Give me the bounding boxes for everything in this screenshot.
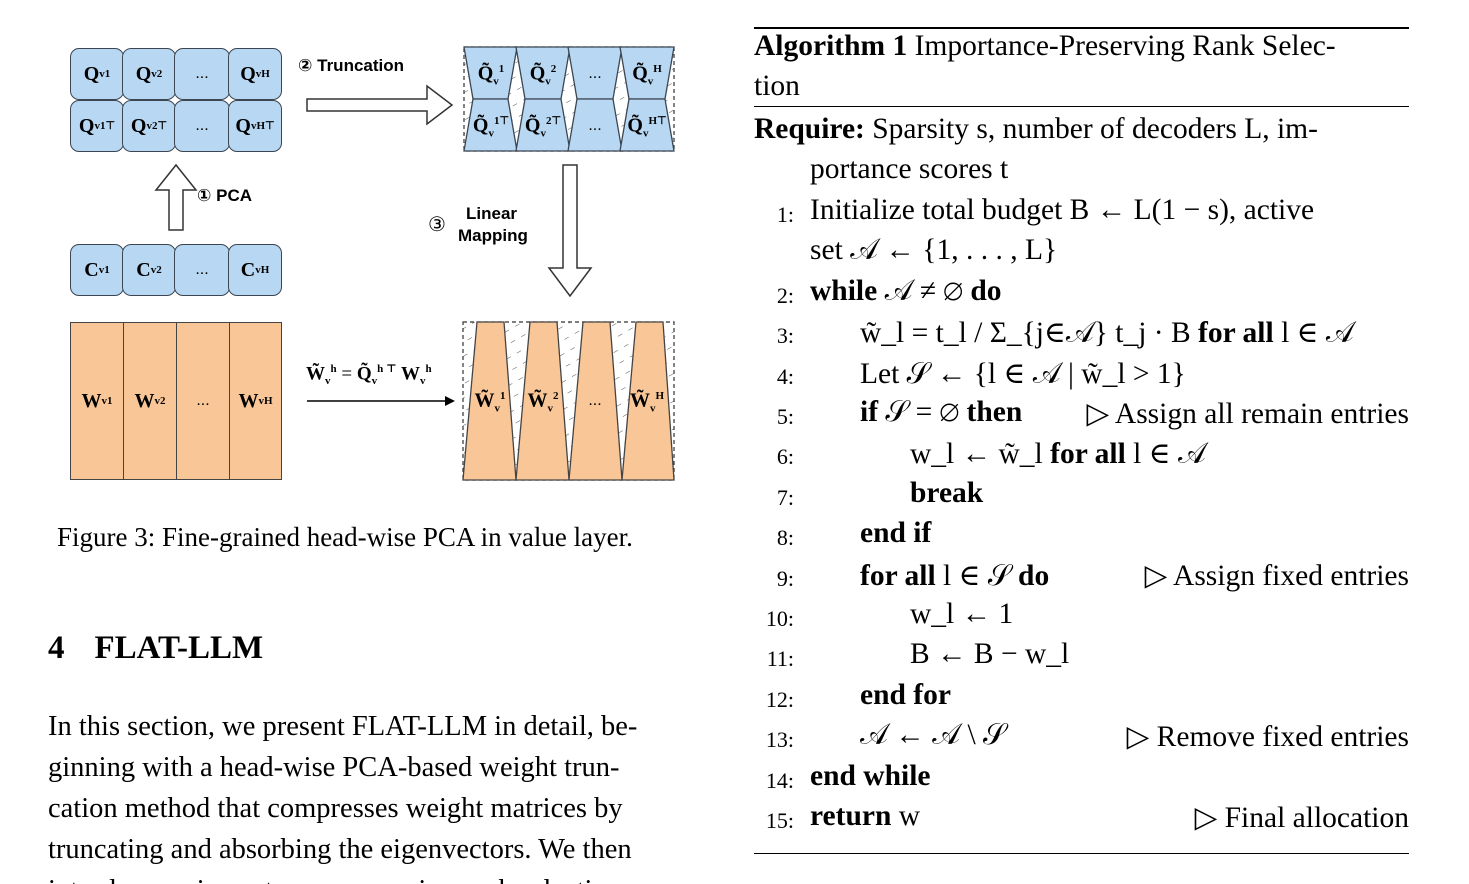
algorithm-line: while 𝒜 ≠ ∅ do [810, 274, 1002, 307]
figure-graphics [154, 46, 675, 481]
algorithm-title-line-1: Algorithm 1 Importance-Preserving Rank S… [754, 30, 1336, 63]
pca-label: ① PCA [197, 186, 253, 205]
require-label: Require: [754, 113, 865, 145]
linear-mapping-label-1: Linear [466, 204, 518, 223]
require-text-1: Sparsity s, number of decoders L, im- [872, 113, 1318, 145]
line-number: 8: [776, 525, 794, 551]
section-title: FLAT-LLM [94, 630, 264, 666]
paragraph-line: In this section, we present FLAT-LLM in … [48, 711, 638, 742]
mapping-arrow-head [445, 396, 455, 406]
line-number: 2: [776, 282, 794, 308]
qt-cell-ellipsis: ... [174, 100, 230, 152]
algorithm-line: w̃_l = t_l / Σ_{j∈𝒜} t_j · B for all l ∈… [860, 317, 1354, 350]
algorithm-line: 𝒜 ← 𝒜 \ 𝒮 [860, 719, 1006, 752]
paragraph-line: cation method that compresses weight mat… [48, 793, 623, 824]
paragraph-line: truncating and absorbing the eigenvector… [48, 834, 632, 865]
line-number: 15: [765, 808, 794, 833]
paragraph-line: ginning with a head-wise PCA-based weigh… [48, 752, 620, 783]
truncated-w-block [462, 321, 675, 481]
line-number: 10: [765, 606, 794, 631]
algorithm-line: end for [860, 678, 951, 711]
w-trunc-label-2: W̃v2 [527, 389, 559, 415]
algorithm-comment: ▷ Assign fixed entries [1144, 559, 1409, 592]
qt-trunc-label-h: Q̃vH⊤ [627, 114, 667, 140]
q-trunc-label-1: Q̃v1 [477, 62, 505, 88]
line-number: 7: [776, 484, 794, 510]
w-trunc-label-1: W̃v1 [474, 389, 506, 415]
linear-mapping-label-2: Mapping [458, 226, 528, 245]
algorithm-line: Initialize total budget B ← L(1 − s), ac… [810, 194, 1315, 226]
q-cell-ellipsis: ... [174, 48, 230, 100]
section-number: 4 [48, 630, 65, 666]
truncation-label: ② Truncation [298, 56, 405, 75]
algorithm-comment: ▷ Final allocation [1194, 802, 1409, 834]
algorithm-line: B ← B − w_l [910, 638, 1070, 671]
algorithm-line: if 𝒮 = ∅ then [860, 396, 1023, 428]
algorithm-line: for all l ∈ 𝒮 do [860, 559, 1050, 592]
require-text-2: portance scores t [810, 153, 1009, 185]
algorithm-bottom-rule [754, 853, 1409, 854]
algorithm-title-1: Importance-Preserving Rank Selec- [914, 30, 1336, 62]
c-cell-ellipsis: ... [174, 244, 230, 296]
line-number: 4: [776, 363, 794, 389]
section-paragraph: In this section, we present FLAT-LLM in … [48, 706, 713, 884]
pca-arrow [154, 163, 198, 231]
line-number: 5: [776, 404, 794, 429]
algorithm-label: Algorithm 1 [754, 30, 908, 62]
algorithm-line: return w [810, 800, 921, 832]
q-trunc-label-2: Q̃v2 [529, 62, 557, 88]
line-number: 11: [766, 646, 794, 672]
line-number: 12: [765, 686, 794, 712]
line-number: 1: [776, 202, 794, 227]
qt-trunc-label-2: Q̃v2⊤ [524, 114, 562, 140]
line-number: 3: [776, 323, 794, 349]
algorithm-line: set 𝒜 ← {1, . . . , L} [810, 234, 1058, 267]
algorithm-title-2: tion [754, 70, 800, 102]
q-trunc-label-h: Q̃vH [632, 62, 662, 88]
paragraph-line: introduce an importance-preserving rank … [48, 870, 713, 884]
truncation-arrow [306, 84, 454, 126]
algorithm-top-rule [754, 27, 1409, 29]
truncated-q-block [463, 46, 675, 152]
algorithm-mid-rule [754, 106, 1409, 107]
line-number: 9: [776, 565, 794, 591]
w-trunc-label-h: W̃vH [629, 389, 665, 415]
section-heading: 4 FLAT-LLM [48, 630, 263, 667]
mapping-formula: W̃vh = Q̃vh ⊤ Wvh [306, 363, 432, 388]
algorithm-comment: ▷ Remove fixed entries [1126, 721, 1409, 754]
algorithm-line: w_l ← w̃_l for all l ∈ 𝒜 [910, 438, 1206, 471]
figure-caption: Figure 3: Fine-grained head-wise PCA in … [57, 522, 633, 552]
algorithm-line: end while [810, 759, 931, 792]
w-trunc-label-ellipsis: ... [588, 392, 602, 409]
algorithm-comment: ▷ Assign all remain entries [1086, 398, 1409, 430]
linear-mapping-arrow [547, 164, 593, 298]
algorithm-require: Require: Sparsity s, number of decoders … [754, 113, 1318, 146]
qt-trunc-label-ellipsis: ... [588, 117, 602, 134]
algorithm-line: w_l ← 1 [910, 598, 1014, 630]
line-number: 14: [765, 767, 794, 793]
algorithm-line: Let 𝒮 ← {l ∈ 𝒜 | w̃_l > 1} [860, 357, 1186, 390]
line-number: 6: [776, 444, 794, 470]
linear-mapping-number: ③ [428, 214, 446, 236]
algorithm-line: end if [860, 517, 932, 550]
q-trunc-label-ellipsis: ... [588, 65, 602, 82]
line-number: 13: [765, 727, 794, 753]
algorithm-line: break [910, 476, 984, 509]
qt-trunc-label-1: Q̃v1⊤ [472, 114, 510, 140]
